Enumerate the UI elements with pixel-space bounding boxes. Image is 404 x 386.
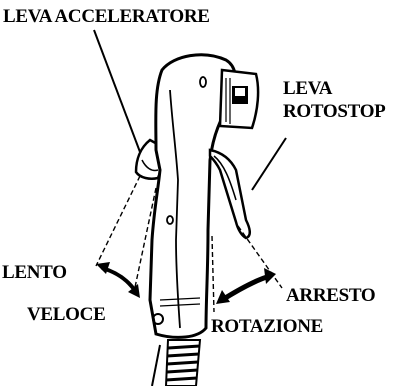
throttle-range-arrow xyxy=(96,262,140,298)
leader-throttle xyxy=(94,30,140,152)
rotostop-lever xyxy=(210,150,250,238)
cable xyxy=(152,340,200,386)
rotostop-range-arrow xyxy=(216,268,276,304)
leader-rotostop xyxy=(252,138,286,190)
switch-housing xyxy=(220,70,258,128)
